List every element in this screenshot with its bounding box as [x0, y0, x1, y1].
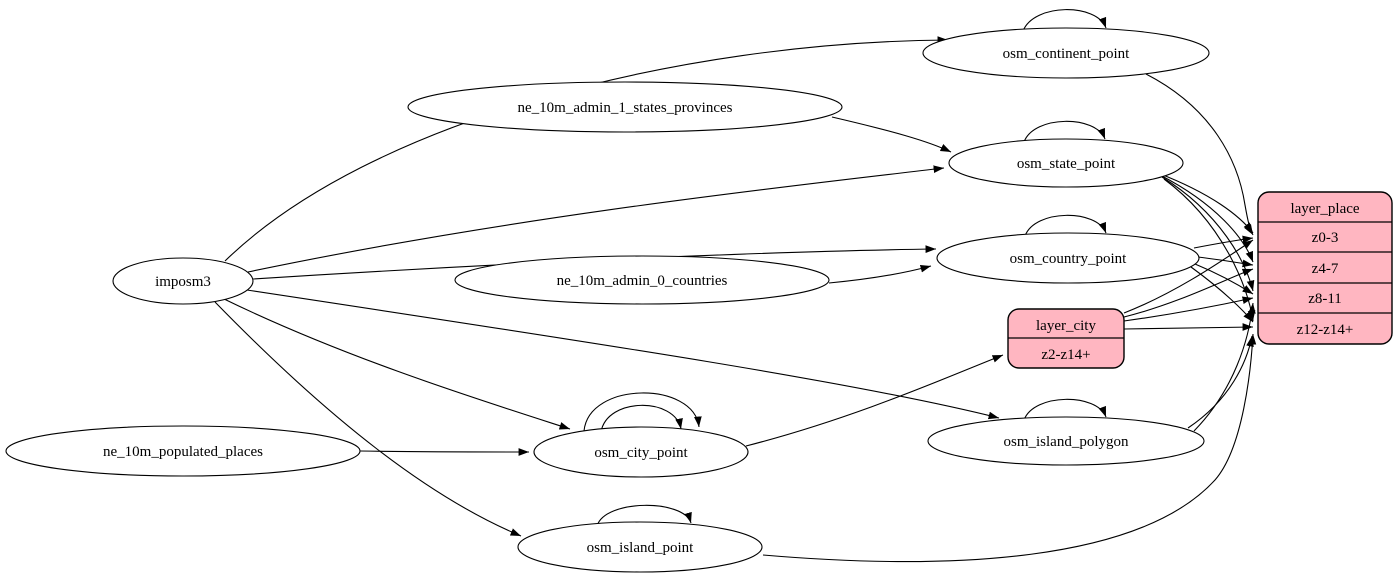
node-osm_island_polygon-shape [927, 416, 1205, 466]
self-loop-osm_island_polygon [1023, 398, 1107, 421]
edge-layer_city-z0-3 [1123, 239, 1254, 314]
edge-imposm3-osm_island_polygon [246, 289, 1000, 420]
edges [214, 9, 1257, 563]
node-osm_island_point-label: osm_island_point [587, 540, 695, 556]
record-layer_city: layer_city z2-z14+ [1007, 308, 1125, 369]
edge-layer_city-z8-11 [1123, 296, 1254, 322]
record-layer_place-row-z0-3: z0-3 [1312, 230, 1339, 246]
node-osm_island_point: osm_island_point [517, 521, 763, 573]
node-ne_10m_admin_1_states_provinces-shape [407, 81, 843, 133]
edge-imposm3-osm_city_point [221, 297, 571, 430]
node-osm_state_point-shape [948, 138, 1184, 188]
node-osm_continent_point: osm_continent_point [922, 27, 1210, 79]
node-osm_island_polygon-label: osm_island_polygon [1003, 434, 1129, 450]
record-layer_place: layer_place z0-3 z4-7 z8-11 z12-z14+ [1257, 191, 1393, 345]
node-ne_10m_admin_1_states_provinces-label: ne_10m_admin_1_states_provinces [518, 100, 733, 116]
node-ne_10m_populated_places-label: ne_10m_populated_places [103, 444, 263, 460]
edge-imposm3-osm_continent_point [224, 36, 949, 262]
edge-osm_island_point-z12-z14 [762, 333, 1257, 563]
edge-osm_state_point-z4-7 [1159, 174, 1254, 263]
node-osm_continent_point-label: osm_continent_point [1003, 46, 1130, 62]
record-layer_place-row-z12-z14: z12-z14+ [1297, 322, 1354, 338]
node-osm_country_point-label: osm_country_point [1010, 251, 1127, 267]
edge-osm_island_polygon-z8-11 [1193, 302, 1256, 432]
node-ne_10m_populated_places: ne_10m_populated_places [5, 425, 361, 477]
node-osm_island_point-shape [517, 521, 763, 573]
node-osm_continent_point-shape [922, 27, 1210, 79]
edge-imposm3-osm_island_point [214, 301, 522, 537]
node-imposm3-shape [112, 257, 254, 305]
node-osm_city_point-label: osm_city_point [594, 445, 688, 461]
node-osm_island_polygon: osm_island_polygon [927, 416, 1205, 466]
self-loop-osm_state_point [1023, 120, 1106, 143]
edge-layer_city-z4-7 [1123, 268, 1254, 318]
record-layer_city-row-z2-z14: z2-z14+ [1041, 347, 1090, 363]
edge-layer_city-z12-z14 [1123, 323, 1254, 331]
edge-osm_city_point-layer_city [745, 354, 1004, 447]
node-ne_10m_admin_0_countries: ne_10m_admin_0_countries [454, 255, 830, 305]
record-layer_place-row-z4-7: z4-7 [1312, 261, 1339, 277]
edge-osm_state_point-z8-11 [1161, 176, 1255, 292]
node-ne_10m_populated_places-shape [5, 425, 361, 477]
record-layer_city-title: layer_city [1036, 318, 1096, 334]
edge-osm_country_point-z4-7 [1197, 256, 1254, 268]
self-loop-osm_country_point [1024, 214, 1107, 237]
node-osm_country_point: osm_country_point [936, 232, 1200, 284]
node-ne_10m_admin_1_states_provinces: ne_10m_admin_1_states_provinces [407, 81, 843, 133]
node-imposm3: imposm3 [112, 257, 254, 305]
record-layer_place-title: layer_place [1290, 201, 1359, 217]
record-layer_place-row-z8-11: z8-11 [1308, 291, 1342, 307]
node-osm_country_point-shape [936, 232, 1200, 284]
self-loop-osm_city_point-outer [583, 392, 702, 432]
edge-ne_10m_admin_0_countries-osm_country_point [828, 264, 932, 284]
node-ne_10m_admin_0_countries-shape [454, 255, 830, 305]
self-loop-osm_city_point-inner [600, 404, 683, 433]
self-loop-osm_continent_point [1022, 9, 1107, 32]
edge-osm_country_point-z0-3 [1193, 235, 1254, 249]
self-loop-osm_island_point [596, 504, 692, 527]
edge-osm_country_point-z12-z14 [1190, 266, 1254, 323]
record-layer_place-box [1257, 191, 1393, 345]
node-imposm3-label: imposm3 [155, 274, 211, 290]
edge-ne_10m_populated_places-osm_city_point [359, 448, 530, 456]
edge-ne_10m_admin_1_states_provinces-osm_state_point [831, 116, 952, 153]
node-osm_city_point: osm_city_point [533, 426, 749, 478]
node-osm_state_point-label: osm_state_point [1017, 156, 1116, 172]
edge-imposm3-osm_state_point [247, 165, 945, 273]
node-osm_city_point-shape [533, 426, 749, 478]
edge-osm_state_point-z0-3 [1157, 172, 1254, 234]
edge-osm_island_polygon-z12-z14 [1187, 335, 1254, 429]
node-ne_10m_admin_0_countries-label: ne_10m_admin_0_countries [557, 273, 728, 289]
edge-osm_country_point-z8-11 [1194, 263, 1254, 295]
node-osm_state_point: osm_state_point [948, 138, 1184, 188]
